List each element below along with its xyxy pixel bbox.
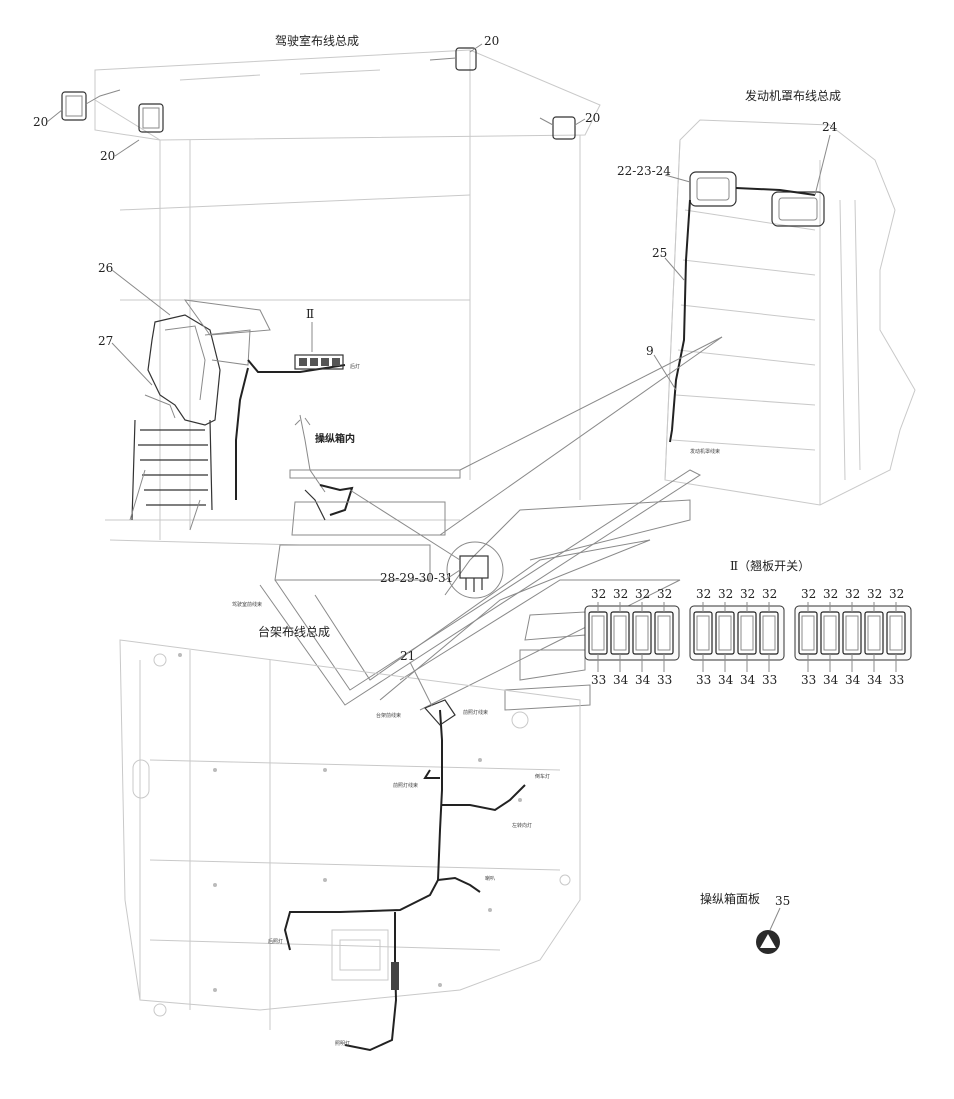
engine-hood-small-label: 发动机罩线束 (690, 448, 720, 455)
callout-20: 20 (585, 111, 600, 125)
rocker-switch-face (889, 615, 903, 651)
engine-hood-outline (664, 119, 916, 506)
cab-lamp (455, 47, 477, 71)
cab-lamp (61, 91, 87, 121)
callout-21: 21 (400, 649, 415, 663)
callout-32: 32 (591, 587, 606, 601)
rocker-switch-face (867, 615, 881, 651)
cab-lamp (138, 103, 164, 133)
callout-bottom: 34 (613, 673, 629, 687)
callout-bottom: 33 (696, 673, 711, 687)
rocker-switch-face (591, 615, 605, 651)
cab-lamp (552, 116, 576, 140)
relay-connector (459, 555, 489, 592)
rocker-switch-face (801, 615, 815, 651)
warning-button-icon (756, 930, 780, 954)
switch-panel-groups: 32 33 32 34 32 34 32 33 32 33 32 34 32 34 32 33 32 33 32 34… (584, 587, 912, 687)
callout-bottom: 34 (823, 673, 839, 687)
callout-bottom: 34 (845, 673, 861, 687)
rocker-switch-face (740, 615, 754, 651)
callout-bottom: 34 (740, 673, 756, 687)
platform-outline (119, 639, 581, 1030)
callout-22-23-24: 22-23-24 (617, 164, 671, 178)
callout-32: 32 (867, 587, 882, 601)
callout-24: 24 (822, 120, 838, 134)
callout-32: 32 (718, 587, 733, 601)
callout-roman-2: Ⅱ (306, 307, 314, 321)
callout-27: 27 (98, 334, 113, 348)
rocker-switch-face (613, 615, 627, 651)
callout-32: 32 (635, 587, 650, 601)
callout-25: 25 (652, 246, 667, 260)
callout-9: 9 (646, 344, 654, 358)
rocker-switch-title: Ⅱ（翘板开关） (730, 559, 810, 573)
callout-32: 32 (696, 587, 711, 601)
callout-bottom: 34 (718, 673, 734, 687)
callout-32: 32 (889, 587, 904, 601)
rear-light-label: 后灯 (350, 363, 360, 370)
rocker-switch-face (762, 615, 776, 651)
fuse-box (294, 354, 344, 370)
control-front-label: 前照灯线束 (463, 709, 488, 716)
callout-35: 35 (775, 894, 790, 908)
rocker-switch-face (718, 615, 732, 651)
harness-d-label: 喇叭 (485, 875, 495, 882)
control-box-panel-title: 操纵箱面板 (700, 891, 760, 906)
rocker-switch-face (657, 615, 671, 651)
callout-32: 32 (657, 587, 672, 601)
callout-bottom: 33 (591, 673, 606, 687)
callout-32: 32 (845, 587, 860, 601)
callout-bottom: 33 (762, 673, 777, 687)
harness-e-label: 后照灯 (268, 938, 283, 945)
callout-bottom: 33 (801, 673, 816, 687)
rocker-switch-face (696, 615, 710, 651)
callout-26: 26 (98, 261, 113, 275)
callout-32: 32 (823, 587, 838, 601)
callout-20: 20 (100, 149, 115, 163)
harness-b-label: 倒车灯 (535, 773, 550, 780)
cab-harness-title: 驾驶室布线总成 (275, 33, 359, 48)
rocker-switch-face (845, 615, 859, 651)
top-connector (423, 699, 456, 726)
harness-c-label: 左转向灯 (512, 822, 532, 829)
callout-bottom: 33 (889, 673, 904, 687)
cab-front-label: 驾驶室前线束 (232, 601, 262, 608)
callout-32: 32 (801, 587, 816, 601)
callout-32: 32 (740, 587, 755, 601)
engine-hood-harness-title: 发动机罩布线总成 (745, 88, 841, 103)
callout-20: 20 (33, 115, 48, 129)
callout-bottom: 34 (867, 673, 883, 687)
callout-20: 20 (484, 34, 499, 48)
engine-lamp (689, 171, 737, 207)
leader-bands (259, 336, 723, 711)
callout-32: 32 (613, 587, 628, 601)
harness-a-label: 前照灯线束 (393, 782, 418, 789)
platform-front-label: 台架前线束 (376, 712, 401, 719)
callout-28-29-30-31: 28-29-30-31 (380, 571, 453, 585)
platform-harness-title: 台架布线总成 (258, 624, 330, 639)
callout-32: 32 (762, 587, 777, 601)
engine-lamp (771, 191, 825, 227)
harness-f-label: 照明灯 (335, 1040, 350, 1047)
cab-outline (94, 49, 601, 546)
rocker-switch-face (635, 615, 649, 651)
joystick-console (129, 299, 271, 531)
callout-bottom: 34 (635, 673, 651, 687)
rocker-switch-face (823, 615, 837, 651)
control-box-inside-label: 操纵箱内 (315, 432, 355, 445)
callout-bottom: 33 (657, 673, 672, 687)
